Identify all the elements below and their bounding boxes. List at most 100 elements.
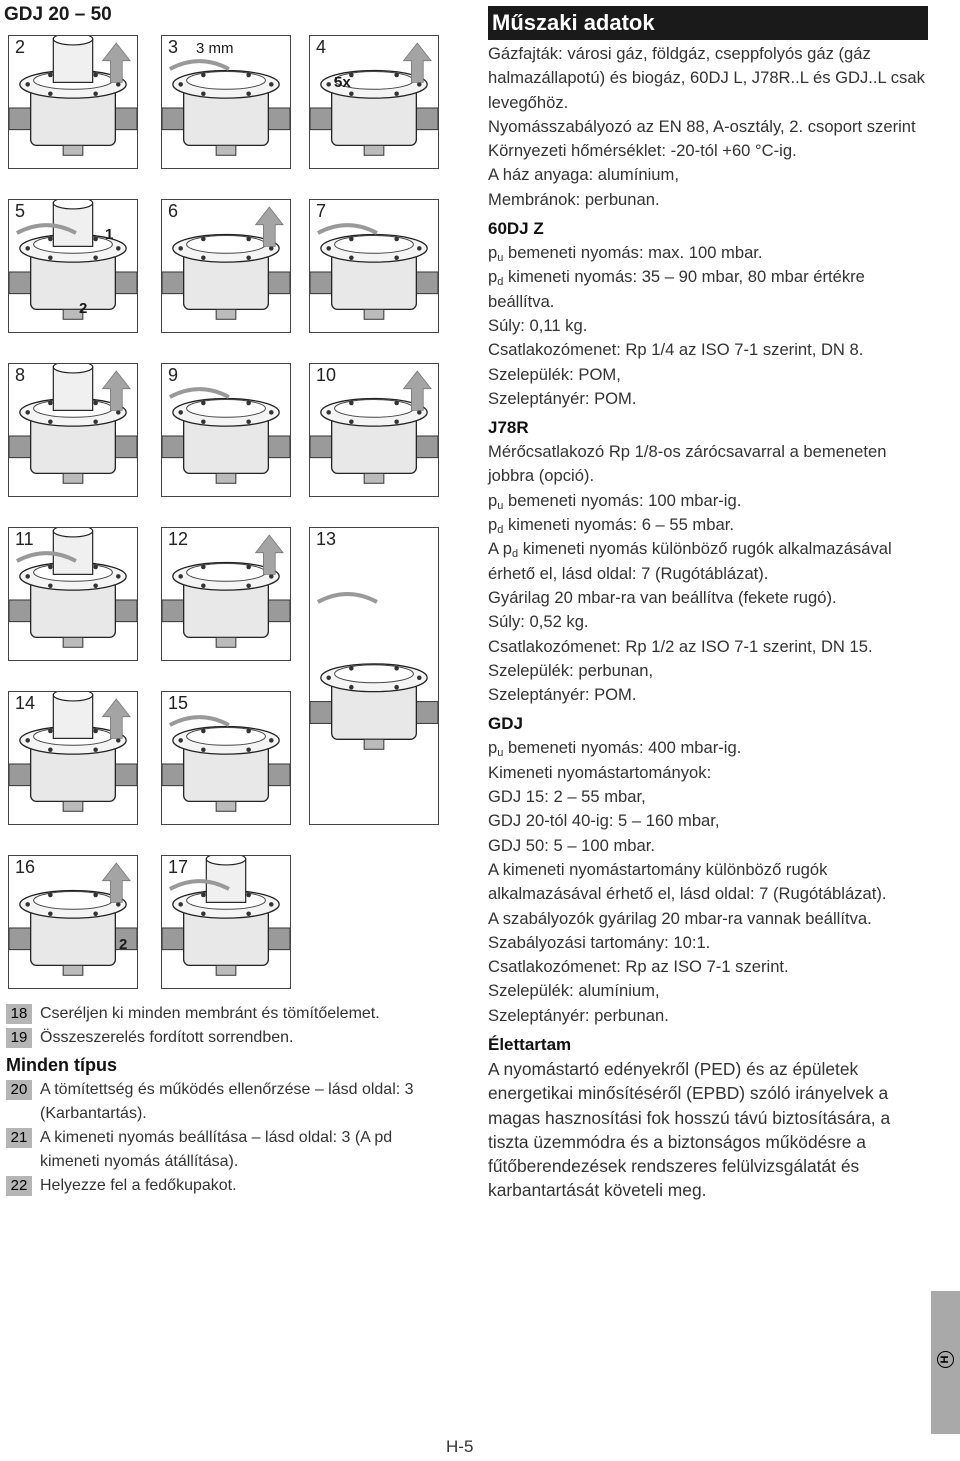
spec-line: Membránok: perbunan. [488, 189, 660, 209]
step-20: 20 A tömítettség és működés ellenőrzése … [6, 1078, 440, 1126]
figure-callout: 2 [119, 936, 128, 953]
figure-6: 6 [161, 199, 291, 333]
spec-line: Gázfajták: városi gáz, földgáz, cseppfol… [488, 44, 925, 112]
figure-number: 10 [314, 365, 339, 386]
figure-callout: 1 [105, 226, 114, 243]
inlet-pressure-line: pu bemeneti nyomás: 400 mbar-ig. [488, 738, 742, 760]
figure-8: 8 [8, 363, 138, 497]
regulator-illustration [310, 370, 438, 484]
regulator-illustration [9, 36, 137, 156]
figure-3: 3 3 mm [161, 35, 291, 169]
spec-line: Mérőcsatlakozó Rp 1/8-os zárócsavarral a… [488, 442, 887, 486]
lifetime-heading: Élettartam [488, 1034, 572, 1054]
step-18: 18 Cseréljen ki minden membránt és tömít… [6, 1002, 440, 1026]
technical-data-column: Műszaki adatok Gázfajták: városi gáz, fö… [488, 6, 928, 1203]
spec-line: Szeleptányér: POM. [488, 685, 637, 705]
figure-number: 6 [166, 201, 181, 222]
figure-9: 9 [161, 363, 291, 497]
figure-14: 14 [8, 691, 138, 825]
step-number: 18 [6, 1004, 32, 1024]
figure-callout: 3 mm [196, 40, 234, 57]
spec-line: Szeleptányér: perbunan. [488, 1005, 669, 1025]
regulator-illustration [162, 715, 290, 812]
step-text: A tömítettség és működés ellenőrzése – l… [40, 1081, 414, 1122]
outlet-pressure-note: A pd kimeneti nyomás különböző rugók alk… [488, 539, 892, 583]
spec-line: GDJ 50: 5 – 100 mbar. [488, 835, 655, 855]
spec-line: Kimeneti nyomástartományok: [488, 762, 712, 782]
step-22: 22 Helyezze fel a fedőkupakot. [6, 1174, 440, 1198]
language-marker: H [937, 1351, 954, 1368]
step-number: 22 [6, 1176, 32, 1196]
spec-line: Gyárilag 20 mbar-ra van beállítva (feket… [488, 587, 837, 607]
regulator-illustration [310, 42, 438, 156]
spec-line: A szabályozók gyárilag 20 mbar-ra vannak… [488, 908, 872, 928]
spec-line: Környezeti hőmérséklet: -20-tól +60 °C-i… [488, 141, 797, 161]
language-side-tab: H [931, 1291, 960, 1434]
regulator-illustration [9, 200, 137, 320]
figure-number: 17 [166, 857, 191, 878]
assembly-steps: 18 Cseréljen ki minden membránt és tömít… [6, 1002, 440, 1198]
step-text: Cseréljen ki minden membránt és tömítőel… [40, 1005, 380, 1022]
outlet-pressure-line: pd kimeneti nyomás: 35 – 90 mbar, 80 mba… [488, 267, 865, 311]
figure-number: 9 [166, 365, 181, 386]
regulator-illustration [162, 59, 290, 156]
page-number: H-5 [446, 1437, 474, 1456]
spec-line: Csatlakozómenet: Rp 1/4 az ISO 7-1 szeri… [488, 340, 864, 360]
technical-data-title: Műszaki adatok [488, 6, 928, 40]
figure-number: 8 [13, 365, 28, 386]
all-types-heading: Minden típus [6, 1055, 117, 1075]
spec-line: Súly: 0,52 kg. [488, 612, 589, 632]
regulator-illustration [9, 692, 137, 812]
figure-number: 12 [166, 529, 191, 550]
spec-line: Szelepülék: perbunan, [488, 660, 654, 680]
figure-number: 13 [314, 529, 339, 550]
spec-line: Szelepülék: alumínium, [488, 981, 660, 1001]
regulator-illustration [162, 856, 290, 976]
spec-line: A kimeneti nyomástartomány különböző rug… [488, 859, 887, 904]
figure-number: 7 [314, 201, 329, 222]
figure-16: 16 2 [8, 855, 138, 989]
regulator-illustration [162, 534, 290, 648]
step-number: 19 [6, 1028, 32, 1048]
figure-number: 11 [13, 529, 36, 550]
spec-line: GDJ 15: 2 – 55 mbar, [488, 787, 646, 807]
regulator-illustration [310, 223, 438, 320]
spec-line: Súly: 0,11 kg. [488, 315, 588, 335]
step-text: Összeszerelés fordított sorrendben. [40, 1029, 294, 1046]
lifetime-text: A nyomástartó edényekről (PED) és az épü… [488, 1058, 891, 1201]
model-heading-60dj: 60DJ Z [488, 219, 544, 239]
figure-15: 15 [161, 691, 291, 825]
regulator-illustration [9, 364, 137, 484]
figure-number: 16 [13, 857, 38, 878]
spec-line: Csatlakozómenet: Rp az ISO 7-1 szerint. [488, 957, 789, 977]
step-21: 21 A kimeneti nyomás beállítása – lásd o… [6, 1126, 440, 1174]
figure-callout: 2 [79, 300, 88, 317]
figure-number: 3 [166, 37, 181, 58]
figure-17: 17 [161, 855, 291, 989]
step-number: 21 [6, 1128, 32, 1148]
regulator-illustration [310, 592, 438, 750]
figure-7: 7 [309, 199, 439, 333]
spec-line: GDJ 20-tól 40-ig: 5 – 160 mbar, [488, 811, 720, 831]
outlet-pressure-line: pd kimeneti nyomás: 6 – 55 mbar. [488, 515, 734, 537]
model-heading-j78r: J78R [488, 418, 529, 438]
step-text: A kimeneti nyomás beállítása – lásd olda… [40, 1129, 393, 1170]
page-header-title: GDJ 20 – 50 [4, 4, 112, 25]
regulator-illustration [9, 862, 137, 976]
spec-line: A ház anyaga: alumínium, [488, 165, 679, 185]
figure-13: 13 [309, 527, 439, 825]
spec-line: Szeleptányér: POM. [488, 388, 637, 408]
regulator-illustration [162, 206, 290, 320]
inlet-pressure-line: pu bemeneti nyomás: max. 100 mbar. [488, 243, 763, 265]
step-19: 19 Összeszerelés fordított sorrendben. [6, 1026, 440, 1050]
figure-callout: 5x [334, 74, 351, 91]
spec-line: Szelepülék: POM, [488, 364, 621, 384]
inlet-pressure-line: pu bemeneti nyomás: 100 mbar-ig. [488, 490, 742, 512]
spec-line: Szabályozási tartomány: 10:1. [488, 932, 711, 952]
spec-line: Csatlakozómenet: Rp 1/2 az ISO 7-1 szeri… [488, 636, 873, 656]
figure-number: 14 [13, 693, 38, 714]
model-heading-gdj: GDJ [488, 714, 523, 734]
regulator-illustration [9, 528, 137, 648]
spec-line: Nyomásszabályozó az EN 88, A-osztály, 2.… [488, 116, 916, 136]
